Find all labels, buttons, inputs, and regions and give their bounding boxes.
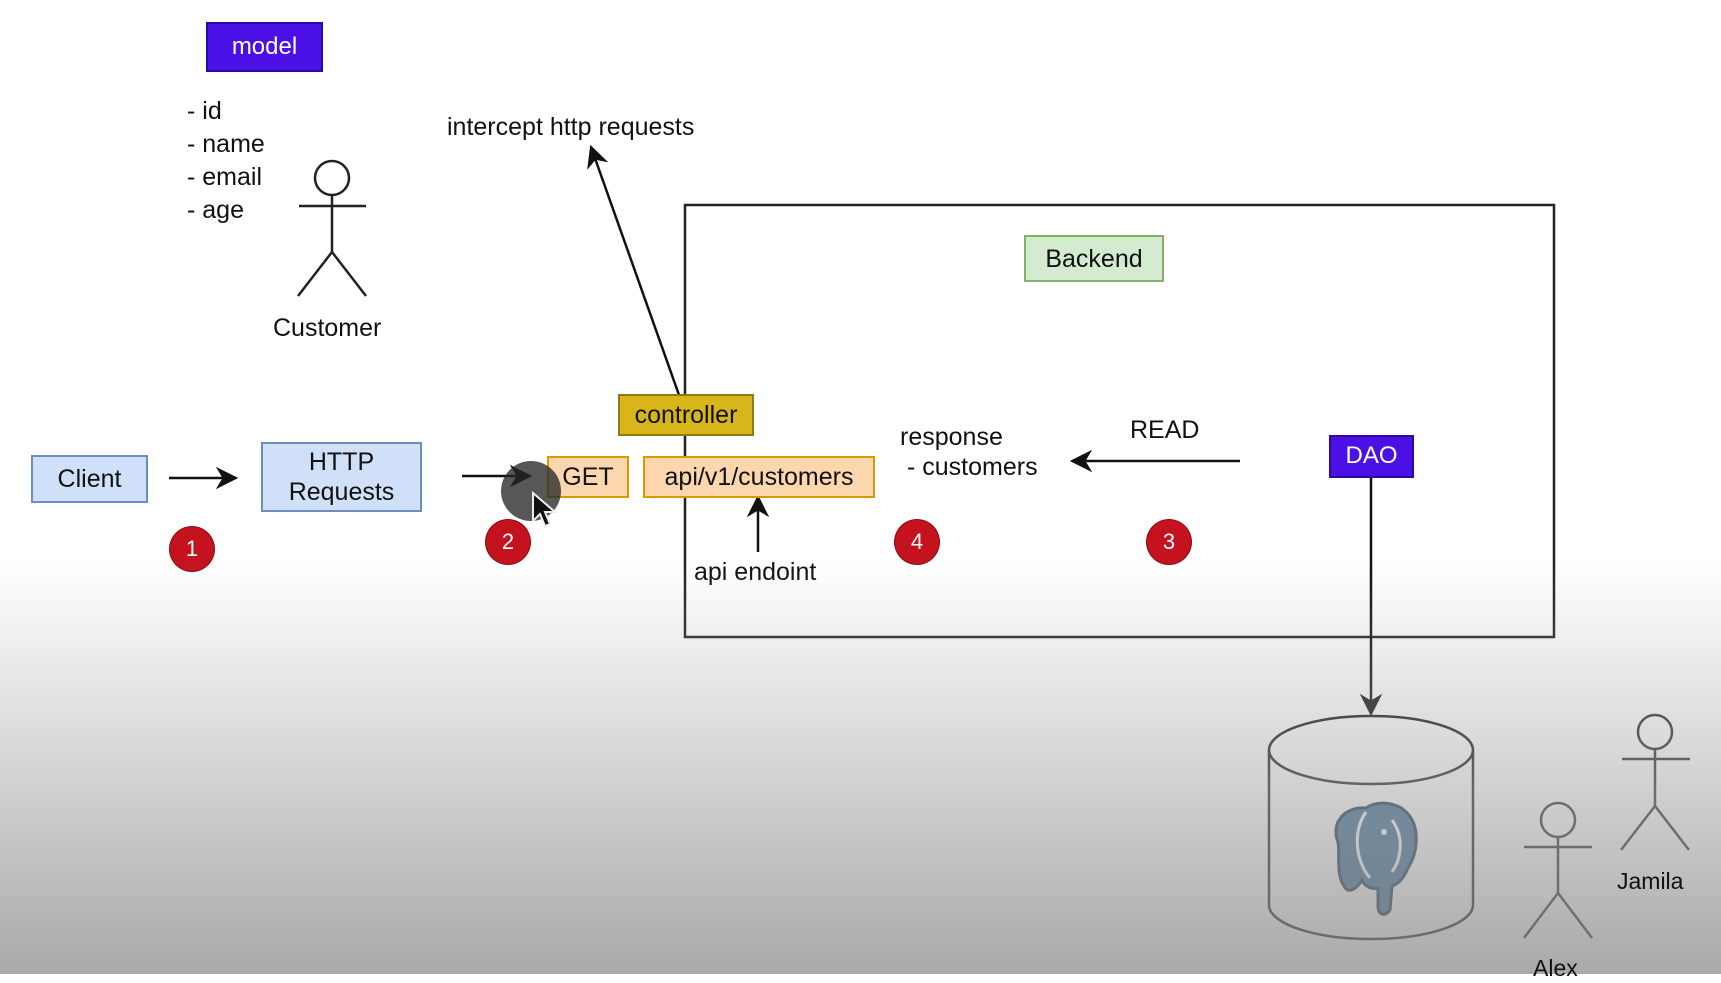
model-field-name: - name: [187, 130, 265, 158]
client-box: Client: [31, 455, 148, 503]
jamila-actor-icon: [1620, 713, 1690, 851]
customer-label: Customer: [273, 314, 382, 342]
step-badge-4: 4: [895, 520, 939, 564]
customer-actor-icon: [297, 159, 367, 297]
intercept-label: intercept http requests: [447, 113, 695, 141]
step-badge-1: 1: [170, 527, 214, 571]
model-field-email: - email: [187, 163, 263, 191]
alex-actor-icon: [1523, 801, 1593, 939]
controller-box: controller: [618, 394, 754, 436]
http-requests-line1: HTTP: [308, 448, 375, 476]
http-requests-box: HTTP Requests: [261, 442, 422, 512]
model-field-age: - age: [187, 196, 244, 224]
step-badge-3: 3: [1147, 520, 1191, 564]
step-badge-2: 2: [486, 520, 530, 564]
read-label: READ: [1130, 416, 1200, 444]
backend-label: Backend: [1024, 235, 1164, 282]
response-customers-label: - customers: [907, 453, 1038, 481]
dao-box: DAO: [1329, 435, 1414, 478]
response-label: response: [900, 423, 1003, 451]
api-endpoint-label: api endoint: [694, 558, 817, 586]
model-badge: model: [206, 22, 323, 72]
endpoint-box: api/v1/customers: [643, 456, 875, 498]
alex-label: Alex: [1533, 955, 1578, 981]
mouse-pointer-icon: [532, 491, 558, 528]
jamila-label: Jamila: [1617, 868, 1684, 894]
http-requests-line2: Requests: [288, 478, 395, 506]
arrow-controller-to-intercept: [587, 144, 681, 396]
model-field-id: - id: [187, 97, 222, 125]
